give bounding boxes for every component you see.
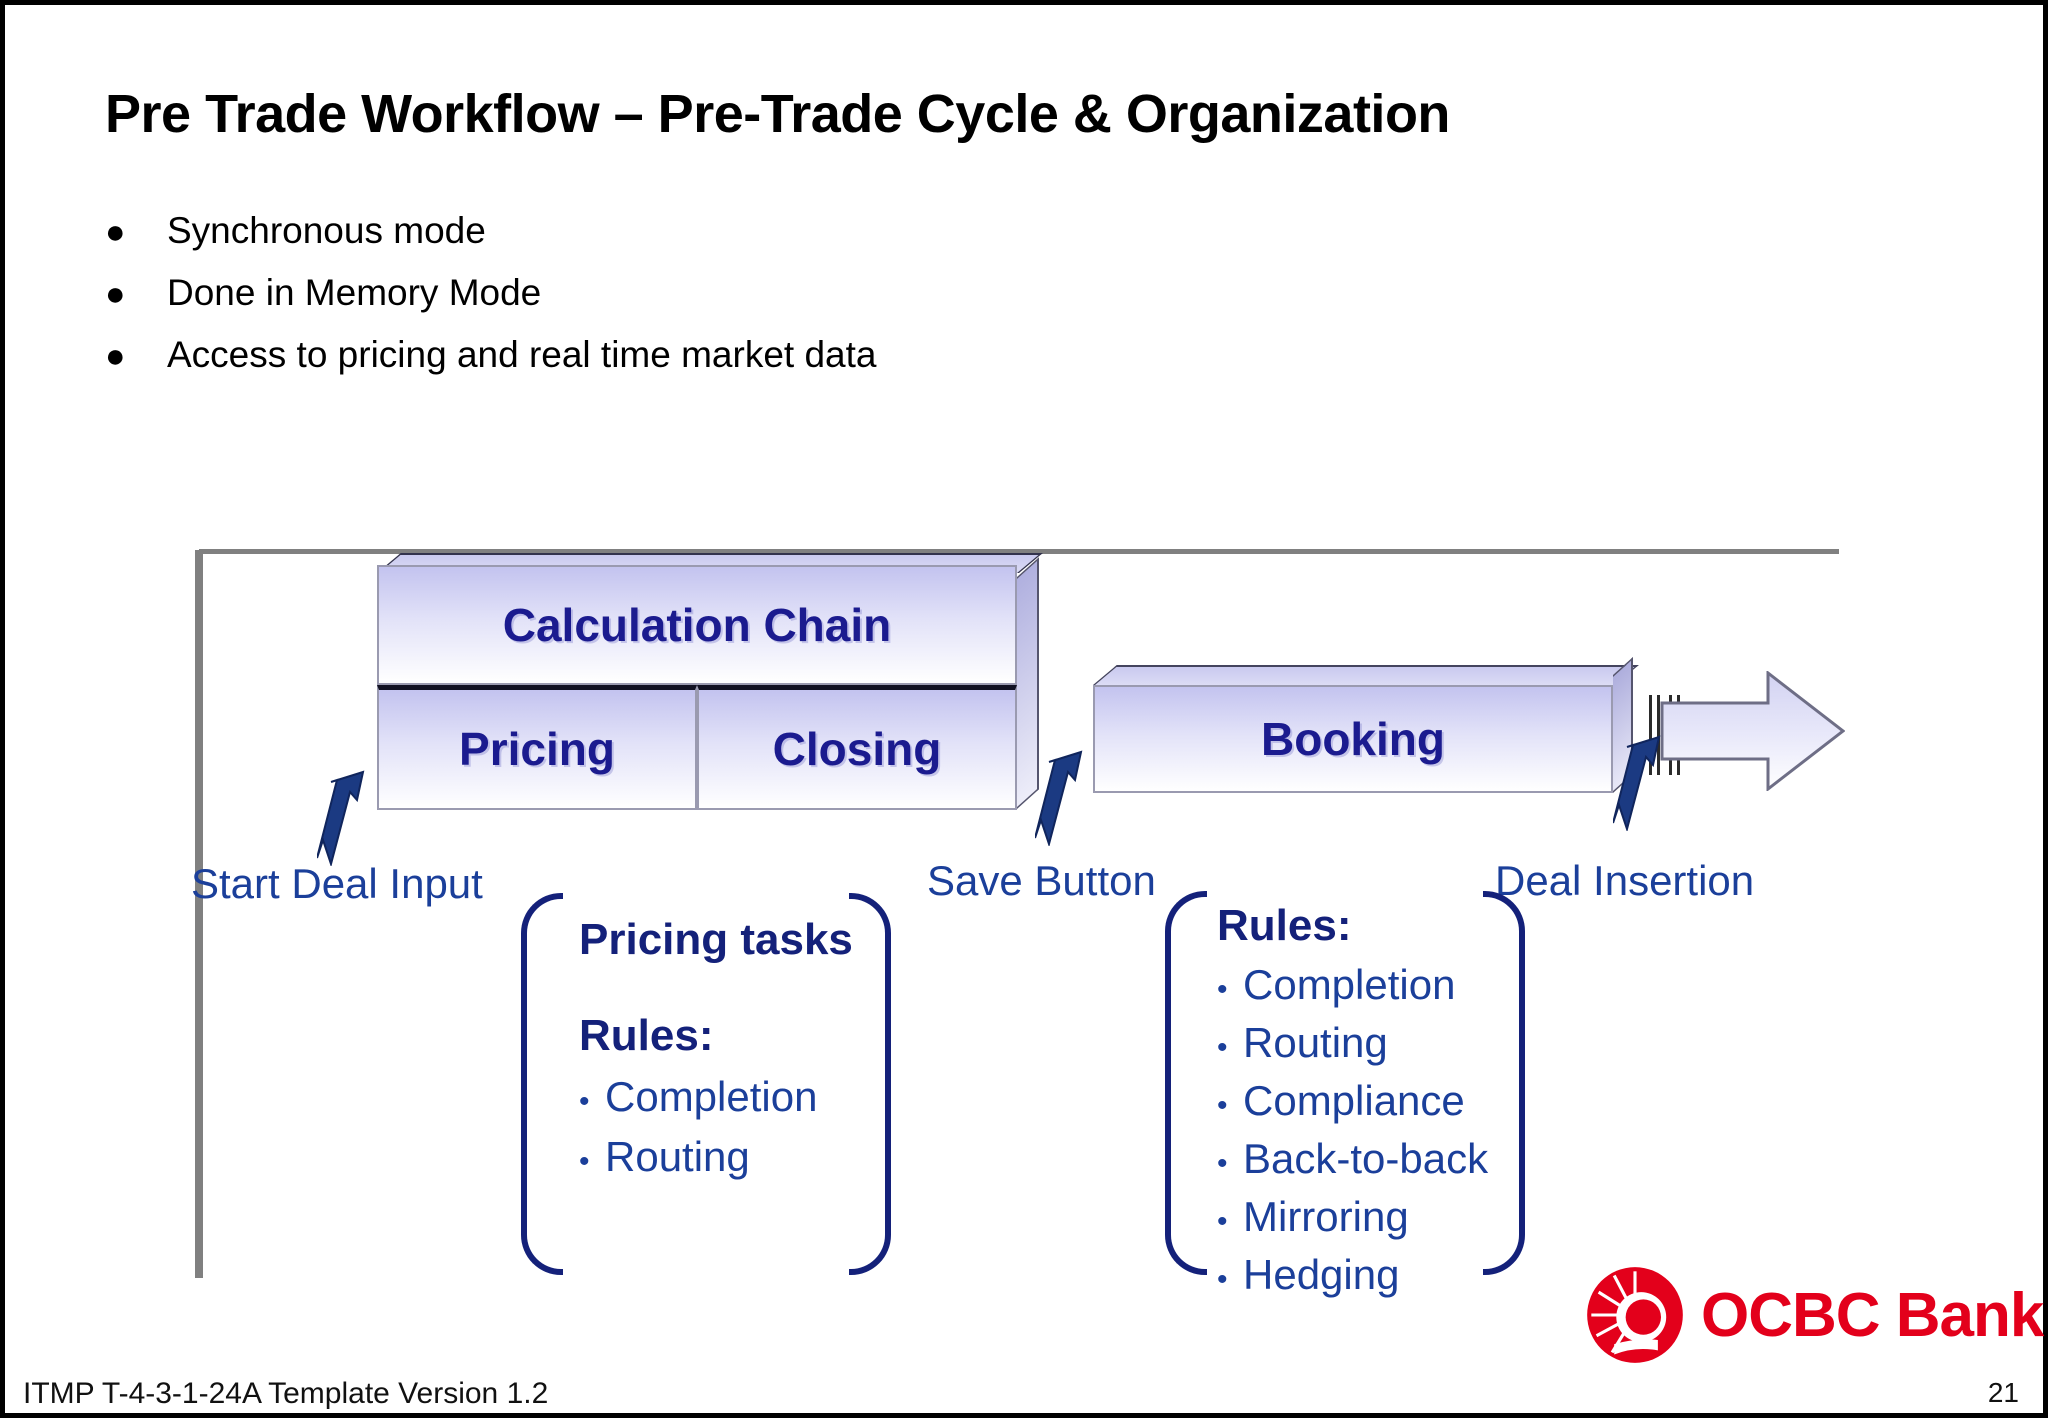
bullet-dot-icon: ● <box>105 275 126 313</box>
bullet-dot-icon: • <box>579 1085 590 1118</box>
start-deal-input-arrow-icon <box>317 770 365 866</box>
stage-label-save-button: Save Button <box>927 857 1156 904</box>
pricing-tasks-content: Pricing tasks Rules: • Completion • Rout… <box>579 893 853 1275</box>
bullet-dot-icon: • <box>1217 1263 1228 1296</box>
bullet-dot-icon: • <box>1217 1089 1228 1122</box>
booking-rule-label: Compliance <box>1243 1077 1465 1124</box>
booking-rules-heading: Rules: <box>1217 901 1352 950</box>
bullet-dot-icon: ● <box>105 337 126 375</box>
bracket-left-icon <box>1165 891 1207 1275</box>
list-item: • Completion <box>1217 961 1473 1009</box>
list-item: • Back-to-back <box>1217 1135 1488 1183</box>
bullet-list: ● Synchronous mode ● Done in Memory Mode… <box>105 210 1305 396</box>
booking-top-face <box>1093 665 1639 685</box>
bullet-text: Synchronous mode <box>167 210 486 251</box>
save-button-arrow-icon <box>1035 750 1083 846</box>
list-item: • Routing <box>1217 1019 1473 1067</box>
booking-rule-label: Routing <box>1243 1019 1388 1066</box>
ocbc-logo-mark-icon <box>1587 1267 1683 1363</box>
stage-label-start-deal-input: Start Deal Input <box>191 860 483 907</box>
pricing-tasks-heading: Pricing tasks <box>579 915 853 964</box>
pricing-rules-heading: Rules: <box>579 1011 714 1060</box>
bullet-dot-icon: • <box>1217 1031 1228 1064</box>
list-item: ● Done in Memory Mode <box>105 272 1305 334</box>
list-item: • Mirroring <box>1217 1193 1473 1241</box>
list-item: • Hedging <box>1217 1251 1473 1299</box>
diagram-left-rule <box>195 550 203 1278</box>
flow-right-arrow-icon <box>1660 671 1845 791</box>
list-item: ● Access to pricing and real time market… <box>105 334 1305 396</box>
pricing-rule-label: Completion <box>605 1073 818 1120</box>
page-title: Pre Trade Workflow – Pre-Trade Cycle & O… <box>105 84 1450 144</box>
booking-rules-content: Rules: • Completion • Routing • Complian… <box>1217 891 1488 1298</box>
list-item: ● Synchronous mode <box>105 210 1305 272</box>
pricing-rule-label: Routing <box>605 1133 750 1180</box>
booking-label: Booking <box>1261 713 1445 765</box>
bullet-text: Done in Memory Mode <box>167 272 542 313</box>
booking-rule-label: Hedging <box>1243 1251 1400 1298</box>
booking-rule-label: Back-to-back <box>1243 1135 1489 1182</box>
ocbc-logo-text: OCBC Bank <box>1701 1280 2044 1350</box>
deal-insertion-arrow-icon <box>1613 735 1661 831</box>
stage-label-deal-insertion: Deal Insertion <box>1495 857 1755 904</box>
closing-label: Closing <box>772 723 942 775</box>
calculation-chain-label: Calculation Chain <box>502 599 892 651</box>
bullet-dot-icon: • <box>1217 1147 1228 1180</box>
list-item: • Completion <box>579 1073 833 1121</box>
calculation-chain-block: Calculation Chain <box>377 565 1017 685</box>
pricing-tasks-group: Pricing tasks Rules: • Completion • Rout… <box>521 893 891 1275</box>
closing-block: Closing <box>697 685 1017 810</box>
pricing-block: Pricing <box>377 685 697 810</box>
pricing-label: Pricing <box>459 723 615 775</box>
bullet-dot-icon: • <box>1217 973 1228 1006</box>
bracket-left-icon <box>521 893 563 1275</box>
booking-rule-label: Completion <box>1243 961 1456 1008</box>
bullet-dot-icon: • <box>1217 1205 1228 1238</box>
booking-rule-label: Mirroring <box>1243 1193 1409 1240</box>
page-number: 21 <box>1987 1377 2019 1408</box>
list-item: • Routing <box>579 1133 833 1181</box>
bullet-dot-icon: ● <box>105 213 126 251</box>
bracket-right-icon <box>1483 891 1525 1275</box>
list-item: • Compliance <box>1217 1077 1473 1125</box>
diagram-top-rule <box>199 549 1839 554</box>
footer-template-note: ITMP T-4-3-1-24A Template Version 1.2 <box>23 1377 549 1410</box>
bullet-dot-icon: • <box>579 1145 590 1178</box>
booking-block: Booking <box>1093 685 1613 793</box>
bullet-text: Access to pricing and real time market d… <box>167 334 877 375</box>
booking-rules-group: Rules: • Completion • Routing • Complian… <box>1165 891 1525 1298</box>
ocbc-bank-logo: OCBC Bank <box>1583 1263 2044 1367</box>
bracket-right-icon <box>849 893 891 1275</box>
